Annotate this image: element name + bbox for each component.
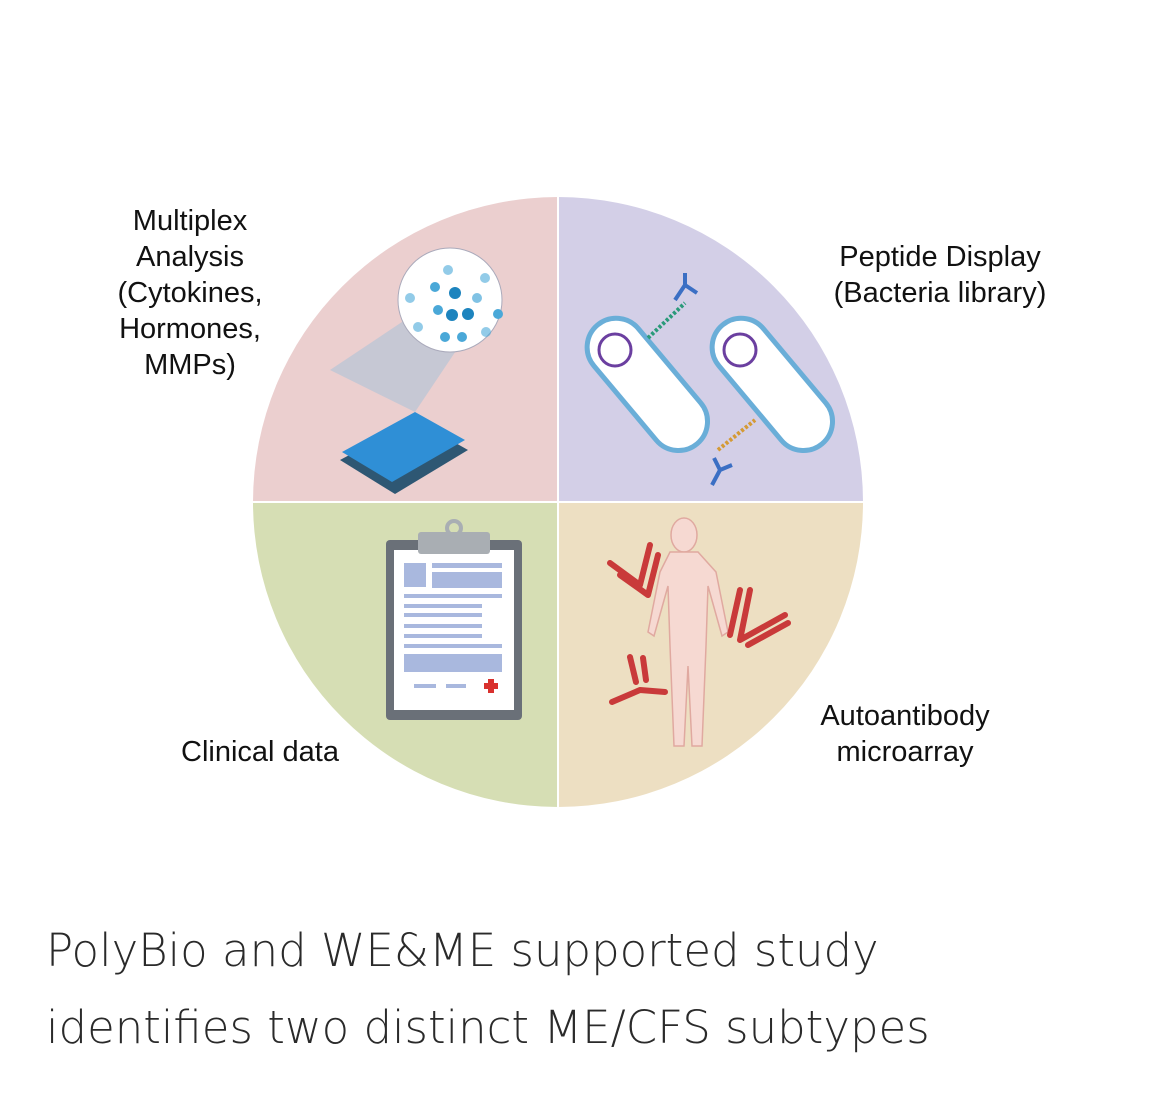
headline-line-1: PolyBio and WE&ME supported study [46,924,879,977]
human-body-icon [647,517,729,747]
study-methods-diagram [253,197,863,807]
label-multiplex-analysis: Multiplex Analysis (Cytokines, Hormones,… [117,205,263,381]
plasmid-icon [597,332,758,368]
article-headline[interactable]: PolyBio and WE&ME supported study identi… [46,912,1146,1066]
autoantibody-red-icon [607,542,791,705]
label-autoantibody-microarray: Autoantibody microarray [820,700,990,768]
label-peptide-display: Peptide Display (Bacteria library) [833,241,1047,309]
peptide-orange [716,418,757,452]
multiplex-plate-icon [330,247,503,494]
peptide-green [646,301,687,340]
antibody-blue-icon [673,273,733,486]
headline-line-2: identifies two distinct ME/CFS subtypes [46,1001,930,1054]
clipboard-icon [386,519,522,720]
label-clinical-data: Clinical data [181,736,339,768]
bacteria-icon [584,315,835,454]
